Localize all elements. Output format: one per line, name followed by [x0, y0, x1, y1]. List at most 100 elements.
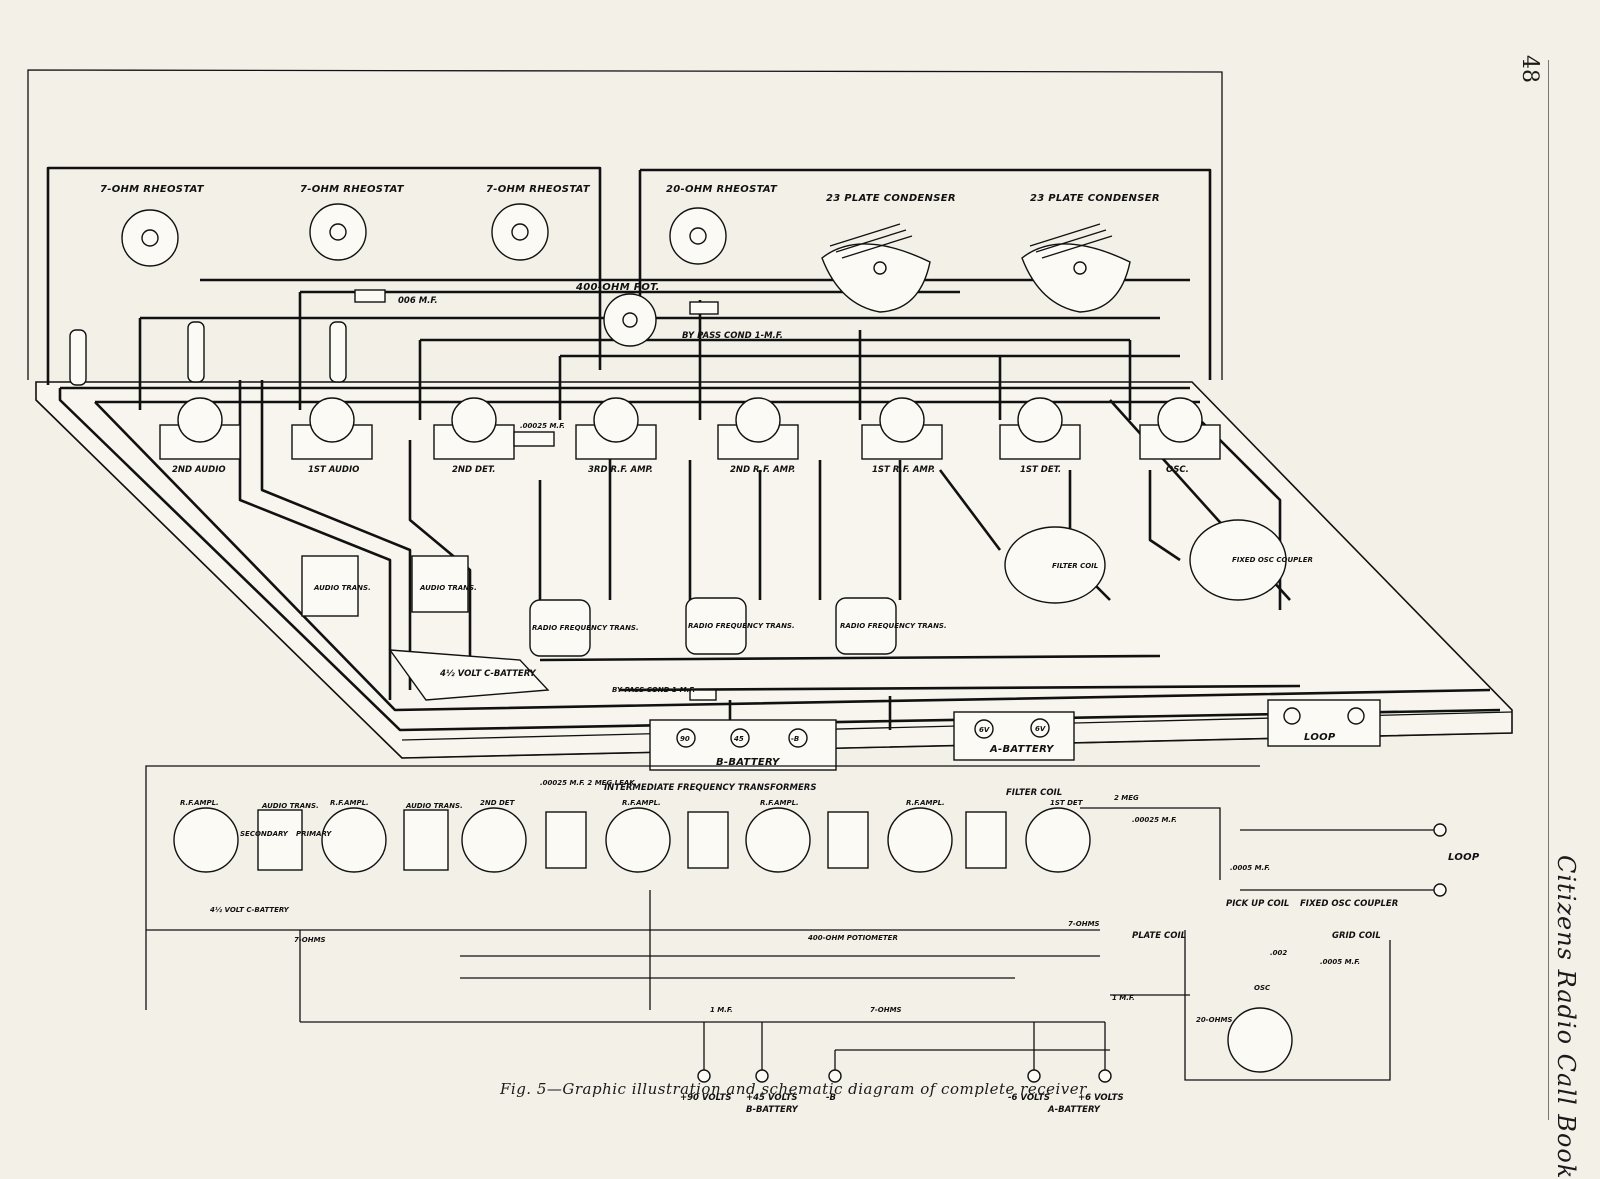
- svg-text:PLATE COIL: PLATE COIL: [1132, 931, 1186, 941]
- svg-text:.00025 M.F.: .00025 M.F.: [520, 422, 565, 430]
- rheostat-1: 7-OHM RHEOSTAT: [100, 184, 205, 267]
- svg-text:R.F.AMPL.: R.F.AMPL.: [622, 799, 661, 807]
- jack-2: [187, 321, 205, 383]
- tube-sockets: 2ND AUDIO 1ST AUDIO 2ND DET. 3RD R.F. AM…: [159, 397, 1221, 475]
- svg-text:PICK UP COIL: PICK UP COIL: [1226, 899, 1289, 909]
- svg-text:-6 VOLTS: -6 VOLTS: [1008, 1093, 1050, 1103]
- rheostat-2: 7-OHM RHEOSTAT: [300, 184, 405, 261]
- svg-text:4½ VOLT C-BATTERY: 4½ VOLT C-BATTERY: [439, 669, 536, 679]
- bypass-cond-bottom: BY PASS COND 1-M.F.: [612, 686, 717, 701]
- svg-text:2ND DET: 2ND DET: [480, 799, 516, 807]
- svg-text:BY PASS COND 1-M.F.: BY PASS COND 1-M.F.: [682, 331, 783, 341]
- svg-text:AUDIO TRANS.: AUDIO TRANS.: [405, 802, 463, 810]
- variable-condenser-2: 23 PLATE CONDENSER: [1021, 193, 1160, 313]
- svg-text:6V: 6V: [1035, 725, 1046, 733]
- svg-text:6V: 6V: [979, 726, 990, 734]
- grid-cap-00025: .00025 M.F.: [513, 422, 565, 447]
- svg-text:LOOP: LOOP: [1304, 732, 1336, 743]
- svg-text:RADIO FREQUENCY TRANS.: RADIO FREQUENCY TRANS.: [688, 622, 795, 630]
- svg-text:006 M.F.: 006 M.F.: [398, 296, 438, 306]
- svg-text:7-OHMS: 7-OHMS: [294, 936, 326, 944]
- svg-text:90: 90: [680, 735, 690, 743]
- svg-text:BY PASS COND 1-M.F.: BY PASS COND 1-M.F.: [612, 686, 695, 694]
- figure-caption: Fig. 5—Graphic illustration and schemati…: [500, 1080, 1087, 1098]
- svg-text:.002: .002: [1270, 949, 1287, 957]
- svg-text:B-BATTERY: B-BATTERY: [716, 757, 781, 768]
- svg-text:INTERMEDIATE FREQUENCY TRANSFO: INTERMEDIATE FREQUENCY TRANSFORMERS: [604, 783, 816, 793]
- svg-text:7-OHM RHEOSTAT: 7-OHM RHEOSTAT: [486, 184, 591, 195]
- svg-text:OSC.: OSC.: [1166, 465, 1189, 475]
- c-battery: 4½ VOLT C-BATTERY: [388, 649, 550, 701]
- svg-text:7-OHM RHEOSTAT: 7-OHM RHEOSTAT: [300, 184, 405, 195]
- svg-text:2ND AUDIO: 2ND AUDIO: [172, 465, 226, 475]
- svg-text:LOOP: LOOP: [1448, 852, 1480, 863]
- svg-text:23 PLATE CONDENSER: 23 PLATE CONDENSER: [826, 193, 956, 204]
- svg-text:B-BATTERY: B-BATTERY: [746, 1105, 799, 1115]
- svg-text:+90 VOLTS: +90 VOLTS: [680, 1093, 732, 1103]
- cap-006: 006 M.F.: [354, 289, 438, 306]
- svg-text:R.F.AMPL.: R.F.AMPL.: [906, 799, 945, 807]
- svg-text:7-OHMS: 7-OHMS: [1068, 920, 1100, 928]
- svg-text:-B: -B: [826, 1093, 836, 1103]
- svg-text:1ST DET.: 1ST DET.: [1020, 465, 1061, 475]
- svg-text:FIXED OSC COUPLER: FIXED OSC COUPLER: [1232, 556, 1313, 564]
- svg-text:1 M.F.: 1 M.F.: [1112, 994, 1135, 1002]
- rf-transformer-2: RADIO FREQUENCY TRANS.: [685, 597, 795, 655]
- bypass-cond-top: BY PASS COND 1-M.F.: [682, 301, 783, 341]
- svg-text:AUDIO TRANS.: AUDIO TRANS.: [419, 584, 477, 592]
- svg-text:.00025 M.F.: .00025 M.F.: [1132, 816, 1177, 824]
- variable-condenser-1: 23 PLATE CONDENSER: [821, 193, 956, 313]
- b-battery: 90 45 -B B-BATTERY: [649, 719, 837, 771]
- svg-text:FILTER COIL: FILTER COIL: [1006, 788, 1062, 798]
- svg-text:23 PLATE CONDENSER: 23 PLATE CONDENSER: [1030, 193, 1160, 204]
- svg-text:GRID COIL: GRID COIL: [1332, 931, 1381, 941]
- a-battery: 6V 6V A-BATTERY: [953, 711, 1075, 761]
- svg-text:2ND R.F. AMP.: 2ND R.F. AMP.: [730, 465, 795, 475]
- loop-terminals: LOOP: [1267, 699, 1381, 747]
- svg-text:1ST R.F. AMP.: 1ST R.F. AMP.: [872, 465, 935, 475]
- svg-text:SECONDARY: SECONDARY: [240, 830, 289, 838]
- svg-text:A-BATTERY: A-BATTERY: [989, 744, 1055, 755]
- rheostat-3: 7-OHM RHEOSTAT: [486, 184, 591, 261]
- rf-transformer-3: RADIO FREQUENCY TRANS.: [835, 597, 947, 655]
- svg-text:RADIO FREQUENCY TRANS.: RADIO FREQUENCY TRANS.: [840, 622, 947, 630]
- svg-text:45: 45: [734, 735, 744, 743]
- svg-text:A-BATTERY: A-BATTERY: [1047, 1105, 1101, 1115]
- svg-text:FIXED OSC COUPLER: FIXED OSC COUPLER: [1300, 899, 1398, 909]
- svg-text:4½ VOLT C-BATTERY: 4½ VOLT C-BATTERY: [210, 906, 290, 914]
- rf-transformer-1: RADIO FREQUENCY TRANS.: [529, 599, 639, 657]
- svg-text:400-OHM POT.: 400-OHM POT.: [575, 282, 660, 293]
- svg-text:AUDIO TRANS.: AUDIO TRANS.: [313, 584, 371, 592]
- svg-text:2ND DET.: 2ND DET.: [452, 465, 496, 475]
- audio-transformer-1: AUDIO TRANS.: [301, 555, 371, 617]
- svg-text:+45 VOLTS: +45 VOLTS: [746, 1093, 798, 1103]
- schematic: R.F.AMPL. R.F.AMPL. 2ND DET R.F.AMPL. R.…: [145, 765, 1480, 1115]
- svg-text:400-OHM POTIOMETER: 400-OHM POTIOMETER: [808, 934, 898, 942]
- jack-1: [69, 329, 87, 386]
- svg-text:AUDIO TRANS.: AUDIO TRANS.: [261, 802, 319, 810]
- svg-text:20-OHM RHEOSTAT: 20-OHM RHEOSTAT: [666, 184, 778, 195]
- fixed-osc-coupler: FIXED OSC COUPLER: [1189, 519, 1313, 601]
- svg-text:1ST AUDIO: 1ST AUDIO: [308, 465, 359, 475]
- svg-text:OSC: OSC: [1254, 984, 1271, 992]
- svg-text:.0005 M.F.: .0005 M.F.: [1320, 958, 1360, 966]
- svg-text:.00025 M.F. 2 MEG LEAK: .00025 M.F. 2 MEG LEAK: [540, 779, 635, 787]
- svg-text:7-OHMS: 7-OHMS: [870, 1006, 902, 1014]
- svg-text:3RD R.F. AMP.: 3RD R.F. AMP.: [588, 465, 653, 475]
- svg-text:1ST DET: 1ST DET: [1050, 799, 1084, 807]
- svg-text:7-OHM RHEOSTAT: 7-OHM RHEOSTAT: [100, 184, 205, 195]
- svg-text:-B: -B: [791, 735, 799, 743]
- svg-text:PRIMARY: PRIMARY: [296, 830, 332, 838]
- gutter-line: [1548, 60, 1549, 1120]
- filter-coil: FILTER COIL: [1004, 526, 1106, 604]
- svg-text:1 M.F.: 1 M.F.: [710, 1006, 733, 1014]
- svg-text:20-OHMS: 20-OHMS: [1196, 1016, 1232, 1024]
- jack-3: [329, 321, 347, 383]
- svg-text:R.F.AMPL.: R.F.AMPL.: [330, 799, 369, 807]
- svg-text:+6 VOLTS: +6 VOLTS: [1078, 1093, 1124, 1103]
- svg-text:.0005 M.F.: .0005 M.F.: [1230, 864, 1270, 872]
- svg-text:RADIO FREQUENCY TRANS.: RADIO FREQUENCY TRANS.: [532, 624, 639, 632]
- svg-text:R.F.AMPL.: R.F.AMPL.: [180, 799, 219, 807]
- baseboard-edge: [35, 399, 1513, 759]
